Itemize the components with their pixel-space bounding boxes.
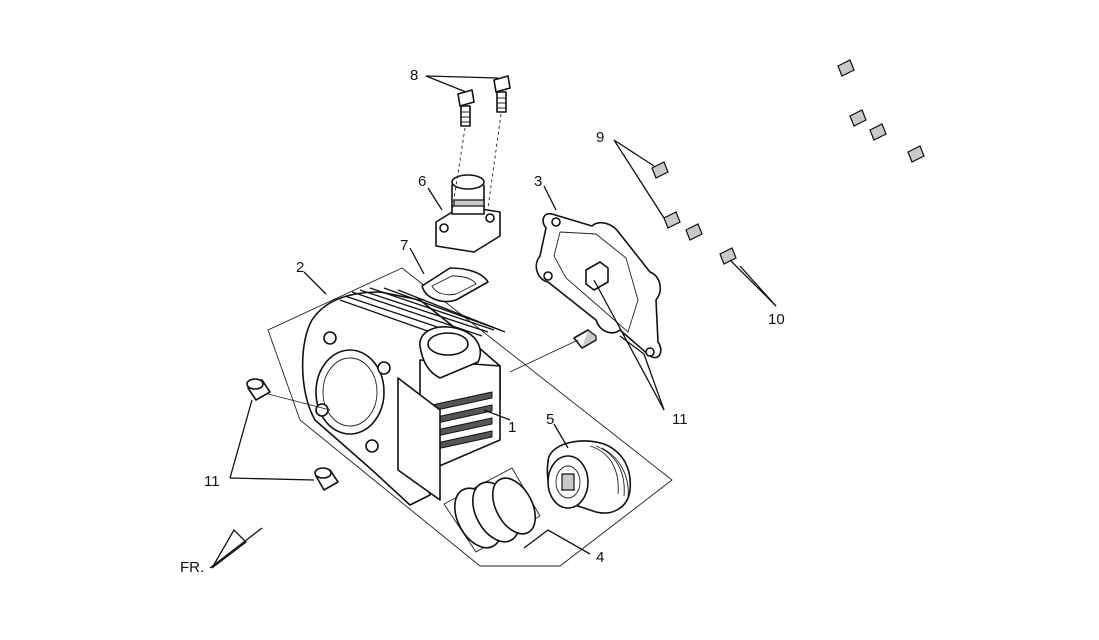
dowel-pin-right [573,329,597,349]
callout-8: 8 [410,67,418,84]
cam-chain-tensioner [435,174,501,253]
callout-6: 6 [418,173,426,190]
stud-3 [685,123,887,241]
callout-11-right: 11 [672,411,688,428]
cooling-fins [339,287,506,347]
callout-1: 1 [508,419,516,436]
callout-9: 9 [596,129,604,146]
callout-11-left: 11 [204,473,220,490]
front-direction-label: FR. [180,559,204,576]
callout-7: 7 [400,237,408,254]
front-direction-arrow [209,527,263,569]
stud-4 [719,145,925,265]
leader-lines [229,75,777,555]
piston [546,440,632,514]
piston-rings [443,467,541,553]
cylinder-block [301,287,506,506]
tensioner-gasket [421,267,489,303]
stud-2 [663,109,867,229]
dowel-pin-left-top [246,378,271,401]
base-gasket [535,212,662,359]
cylinder-assembly-outline [267,267,673,567]
stud-1 [651,59,855,179]
callout-4: 4 [596,549,604,566]
bolt-right [487,75,511,209]
callout-5: 5 [546,411,554,428]
bolt-left [451,89,475,213]
callout-10: 10 [768,311,785,328]
callout-2: 2 [296,259,304,276]
dowel-pin-left-bottom [314,467,339,491]
callout-3: 3 [534,173,542,190]
